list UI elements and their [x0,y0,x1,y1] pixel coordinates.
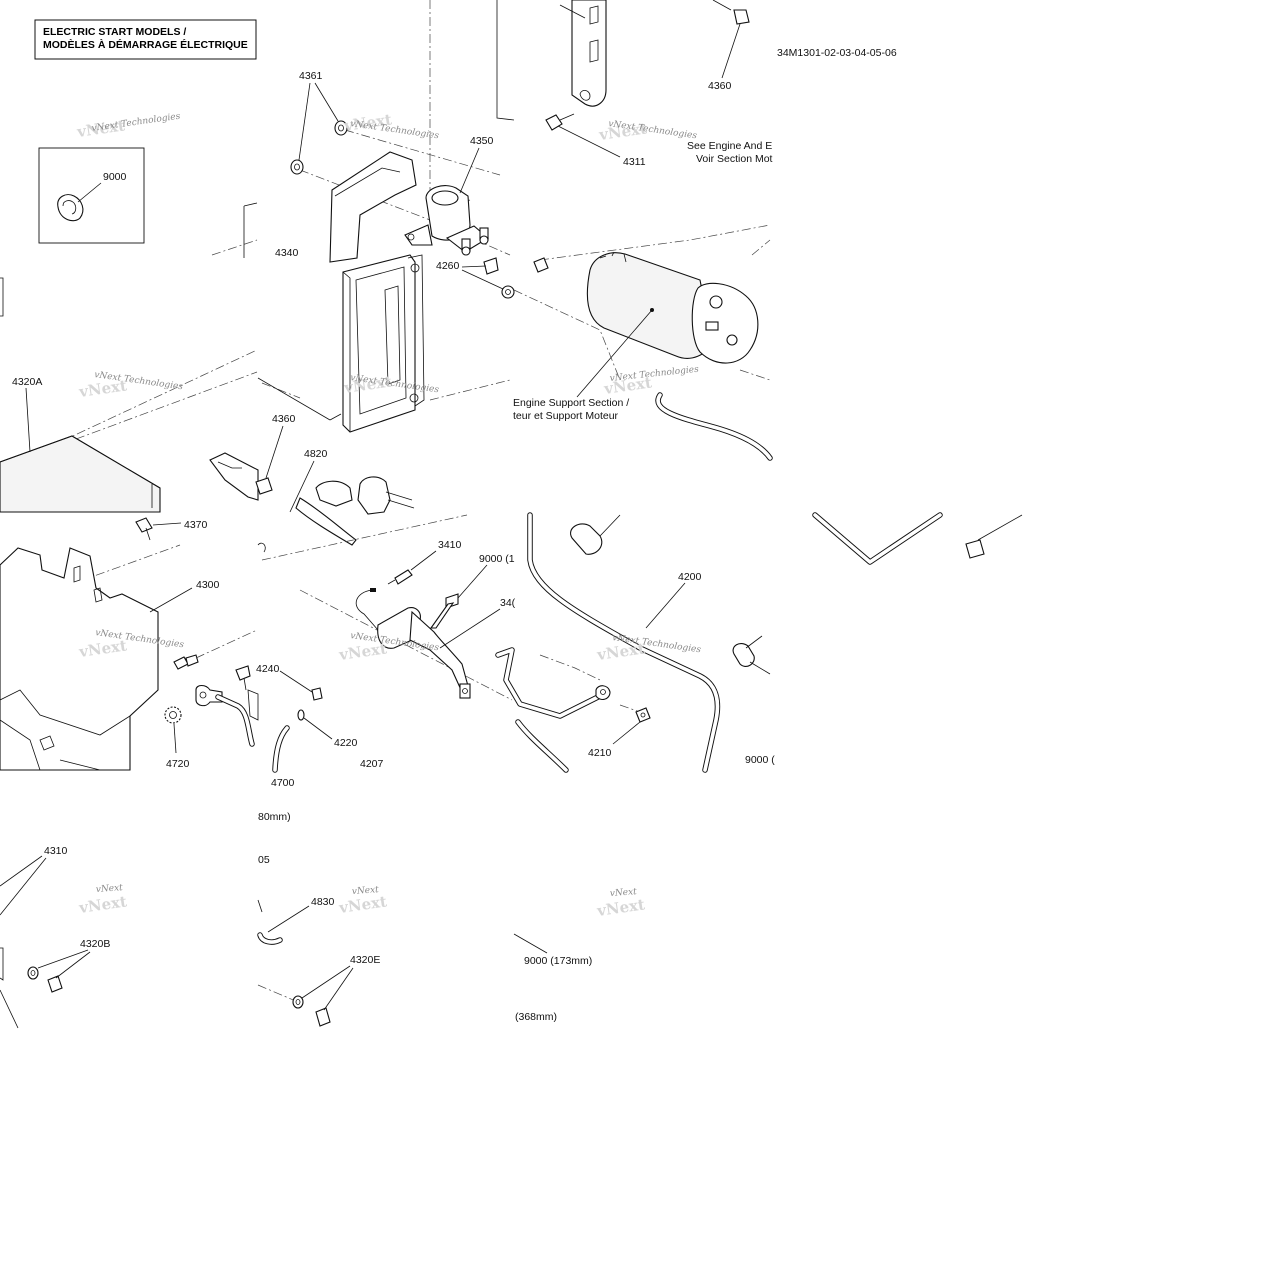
callout-80mm: 80mm) [258,811,291,823]
svg-text:vNext: vNext [595,895,646,920]
callout-4370: 4370 [184,519,208,531]
note-see-engine-1: See Engine And E [687,140,772,152]
callout-4820: 4820 [304,448,328,460]
module-housing [342,254,425,433]
tile-far-right [812,512,1023,565]
drawing-number: 34M1301-02-03-04-05-06 [777,47,897,59]
watermark-6: vNext Technologies [609,365,699,384]
callout-4320a: 4320A [12,376,42,388]
callout-4210: 4210 [588,747,612,759]
washer-4320b-icon [27,966,39,980]
callout-4360-top: 4360 [708,80,732,92]
callout-05: 05 [258,854,270,866]
title-line-1: ELECTRIC START MODELS / [43,26,186,38]
title-line-2: MODÈLES À DÉMARRAGE ÉLECTRIQUE [43,38,248,51]
nut-4210-icon [635,707,651,723]
tile-bottom-center: 80mm) 05 4830 4320E vNext vNext [257,811,388,1027]
nut-icon [533,257,549,273]
callout-4340: 4340 [275,247,299,259]
p-clamp-icon [732,635,771,675]
callout-4720: 4720 [166,758,190,770]
battery-tray-4300 [0,547,159,771]
tile-bottom-right: 9000 (173mm) (368mm) vNext vNext [513,887,646,1023]
callout-4320e: 4320E [350,954,380,966]
svg-text:vNext: vNext [77,892,128,917]
callout-4360-mid: 4360 [272,413,296,425]
callout-4207: 4207 [360,758,384,770]
fuse-holder-3400 [355,588,471,699]
bolt-4360-top-icon [712,0,750,25]
watermark-11: vNext [352,885,380,897]
callout-4361: 4361 [299,70,323,82]
callout-4310: 4310 [44,845,68,857]
callout-4311: 4311 [623,156,646,168]
note-engine-support-2: teur et Support Moteur [513,410,619,422]
ring-terminal-2-icon [595,685,611,701]
bolt-9000-1-icon [429,593,459,629]
note-engine-support-1: Engine Support Section / [513,397,629,409]
watermark-12: vNext [610,887,638,899]
note-see-engine-2: Voir Section Mot [696,153,773,165]
star-washer-4720-icon [164,706,182,724]
bolt-4320b-icon [47,975,63,993]
callout-368mm: (368mm) [515,1011,557,1023]
nut-4240-icon [311,687,323,701]
bolt-4311-icon [545,113,575,131]
tile-middle-center: 3410 34( 9000 (1 4700 [195,514,516,789]
tile-top-center: 4361 4340 [209,0,515,546]
bolt-4320e-icon [315,1007,331,1027]
callout-4260: 4260 [436,260,460,272]
callout-9000-cut: 9000 ( [745,754,775,766]
callout-4350: 4350 [470,135,494,147]
callout-4320b: 4320B [80,938,110,950]
tile-bottom-left: 4310 4320B vNext vNext [0,845,128,1029]
battery-4320a [0,435,161,513]
solenoid-4350 [404,185,489,256]
watermark-3: vNext Technologies [350,119,440,141]
tile-top-left: ELECTRIC START MODELS / MODÈLES À DÉMARR… [0,19,258,611]
callout-4220: 4220 [334,737,358,749]
title-box [34,19,257,60]
grommet-9000-icon [57,194,84,222]
spacer-4260-icon [483,257,515,299]
starter-motor [586,251,759,364]
tile-top-right: 4360 34M1301-02-03-04-05-06 4311 See Eng… [513,0,897,461]
callout-34-cut: 34( [500,597,516,609]
callout-3410: 3410 [438,539,462,551]
watermark-10: vNext [96,883,124,895]
relay-bracket-4820 [295,476,415,546]
ring-terminal-icon [195,684,223,707]
washer-4361-icon [290,120,348,175]
bracket-4360 [209,452,259,501]
bolt-4240-icon [235,665,251,691]
bolt-icon [173,654,199,670]
callout-4300: 4300 [196,579,220,591]
inset-box [38,147,145,244]
fitting-icon [965,514,1023,559]
tile-middle-left: 4370 4300 4720 vNext vNext Technologies [0,517,258,771]
watermark-1: vNext Technologies [91,112,181,134]
bolt-4370-icon [135,517,153,541]
bolt-4360-mid-icon [255,477,273,495]
washer-4220-icon [297,709,305,721]
washer-4320e-icon [292,995,304,1009]
tile-middle-right: 4200 4210 9000 ( vNext vNex [495,512,775,773]
bracket-4340 [329,151,417,263]
callout-9000-173: 9000 (173mm) [524,955,592,967]
clip-icon [570,514,621,555]
callout-4700: 4700 [271,777,295,789]
connector-3410-icon [387,569,413,585]
callout-4240: 4240 [256,663,280,675]
callout-4830: 4830 [311,896,335,908]
callout-4200: 4200 [678,571,702,583]
callout-9000-1: 9000 (1 [479,553,515,565]
callout-9000-inset: 9000 [103,171,127,183]
bracket-vertical [571,0,607,107]
